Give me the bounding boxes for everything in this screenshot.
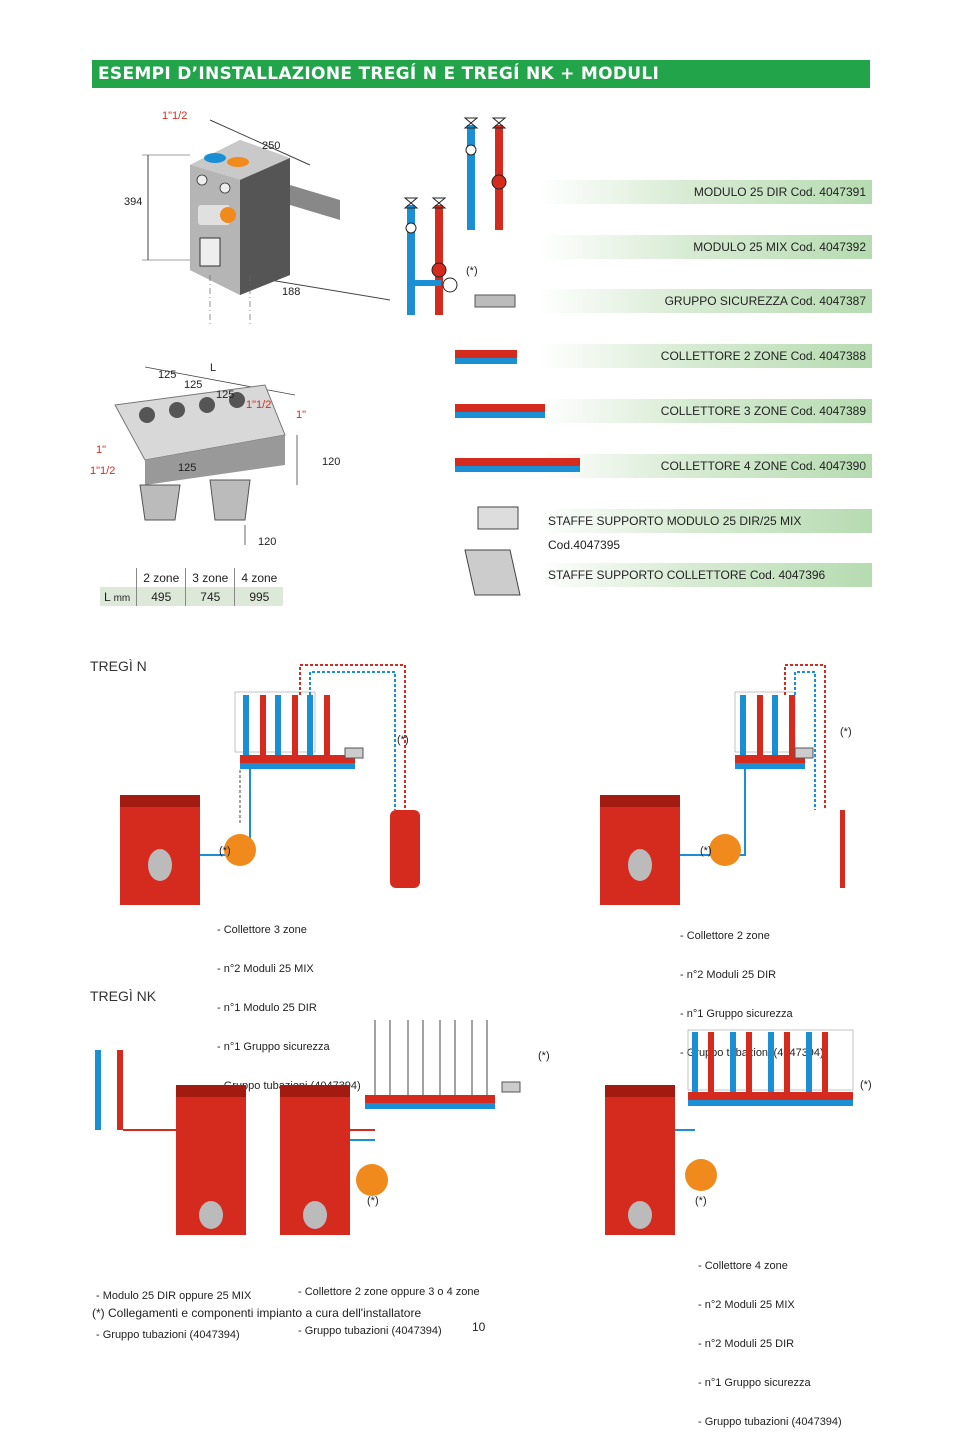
tregi-nk-c-asterisk-top: (*) bbox=[860, 1079, 872, 1091]
description-line: - Collettore 4 zone bbox=[698, 1260, 788, 1272]
description-line: - Gruppo tubazioni (4047394) bbox=[298, 1325, 442, 1337]
collector-height-label: 120 bbox=[322, 456, 341, 468]
tregi-n-left-asterisk-bottom: (*) bbox=[219, 845, 231, 857]
length-table-cell: 745 bbox=[185, 587, 235, 606]
length-table-unit: mm bbox=[113, 592, 131, 604]
length-table-header: 2 zone bbox=[136, 568, 186, 587]
description-line: - Gruppo tubazioni (4047394) bbox=[96, 1329, 240, 1341]
length-table-row-label: L bbox=[104, 589, 111, 604]
length-table-header: 3 zone bbox=[185, 568, 235, 587]
section-tregi-nk: TREGÌ NK bbox=[90, 988, 157, 1004]
tregi-nk-b-description: - Collettore 2 zone oppure 3 o 4 zone - … bbox=[298, 1260, 480, 1351]
collector-spacing-3: 125 bbox=[216, 389, 235, 401]
description-line: - n°1 Gruppo sicurezza bbox=[680, 1008, 793, 1020]
bracket-height-label: 120 bbox=[258, 536, 277, 548]
module-connection-label: 1"1/2 bbox=[162, 110, 188, 122]
description-line: - Collettore 2 zone oppure 3 o 4 zone bbox=[298, 1286, 480, 1298]
length-table-cell: 995 bbox=[234, 587, 284, 606]
collector-length-label: L bbox=[210, 362, 217, 374]
description-line: - n°1 Modulo 25 DIR bbox=[217, 1002, 317, 1014]
collector-left-a: 1" bbox=[96, 444, 107, 456]
tregi-n-right-asterisk-bottom: (*) bbox=[700, 845, 712, 857]
collector-left-b: 1"1/2 bbox=[90, 465, 116, 477]
length-table: 2 zone 3 zone 4 zone L mm 495 745 995 bbox=[100, 568, 284, 606]
tregi-nk-a-description: - Modulo 25 DIR oppure 25 MIX - Gruppo t… bbox=[96, 1264, 251, 1355]
description-line: - Collettore 2 zone bbox=[680, 930, 770, 942]
module-drawing bbox=[142, 119, 391, 325]
product-collettore-3-zone: COLLETTORE 3 ZONE Cod. 4047389 bbox=[538, 399, 872, 423]
product-collettore-2-zone: COLLETTORE 2 ZONE Cod. 4047388 bbox=[538, 344, 872, 368]
description-line: - Gruppo tubazioni (4047394) bbox=[698, 1416, 842, 1428]
product-collettore-4-zone: COLLETTORE 4 ZONE Cod. 4047390 bbox=[538, 454, 872, 478]
length-table-cell: 495 bbox=[136, 587, 186, 606]
collector-drawing bbox=[114, 366, 298, 545]
description-line: - n°2 Moduli 25 DIR bbox=[680, 969, 777, 981]
footnote: (*) Collegamenti e componenti impianto a… bbox=[92, 1306, 422, 1320]
collector-spacing-1: 125 bbox=[158, 369, 177, 381]
tregi-nk-b-asterisk-top: (*) bbox=[538, 1050, 550, 1062]
tregi-nk-diagrams bbox=[95, 1020, 854, 1235]
tregi-n-diagrams bbox=[120, 664, 845, 905]
description-line: - Modulo 25 DIR oppure 25 MIX bbox=[96, 1290, 252, 1302]
module-width-label: 250 bbox=[262, 140, 281, 152]
tregi-nk-c-description: - Collettore 4 zone - n°2 Moduli 25 MIX … bbox=[698, 1234, 842, 1442]
description-line: - n°2 Moduli 25 MIX bbox=[217, 963, 314, 975]
product-modulo-25-dir: MODULO 25 DIR Cod. 4047391 bbox=[538, 180, 872, 204]
module-schematic bbox=[403, 117, 516, 315]
module-height-label: 394 bbox=[124, 196, 143, 208]
tregi-nk-b-asterisk-bottom: (*) bbox=[367, 1195, 379, 1207]
description-line: - n°2 Moduli 25 MIX bbox=[698, 1299, 795, 1311]
description-line: - n°1 Gruppo sicurezza bbox=[217, 1041, 330, 1053]
description-line: - n°1 Gruppo sicurezza bbox=[698, 1377, 811, 1389]
collector-connection-b: 1" bbox=[296, 409, 307, 421]
product-staffe-modulo: STAFFE SUPPORTO MODULO 25 DIR/25 MIX Cod… bbox=[538, 509, 872, 552]
page-number: 10 bbox=[472, 1320, 486, 1334]
description-line: - n°2 Moduli 25 DIR bbox=[698, 1338, 795, 1350]
tregi-n-right-asterisk-top: (*) bbox=[840, 726, 852, 738]
product-gruppo-sicurezza: GRUPPO SICUREZZA Cod. 4047387 bbox=[538, 289, 872, 313]
product-modulo-25-mix: MODULO 25 MIX Cod. 4047392 bbox=[538, 235, 872, 259]
tregi-nk-c-asterisk-bottom: (*) bbox=[695, 1195, 707, 1207]
collector-icons bbox=[455, 350, 580, 472]
collector-bottom-spacing: 125 bbox=[178, 462, 197, 474]
tregi-n-left-asterisk-top: (*) bbox=[397, 734, 409, 746]
length-table-header: 4 zone bbox=[234, 568, 284, 587]
page-title: ESEMPI D’INSTALLAZIONE TREGÍ N E TREGÍ N… bbox=[92, 60, 870, 88]
section-tregi-n: TREGÌ N bbox=[90, 658, 147, 674]
module-depth-label: 188 bbox=[282, 286, 301, 298]
collector-spacing-2: 125 bbox=[184, 379, 203, 391]
description-line: - Collettore 3 zone bbox=[217, 924, 307, 936]
bracket-icons bbox=[464, 506, 521, 596]
safety-group-asterisk: (*) bbox=[466, 265, 478, 277]
collector-connection-a: 1"1/2 bbox=[246, 399, 272, 411]
product-staffe-collettore: STAFFE SUPPORTO COLLETTORE Cod. 4047396 bbox=[538, 563, 872, 587]
